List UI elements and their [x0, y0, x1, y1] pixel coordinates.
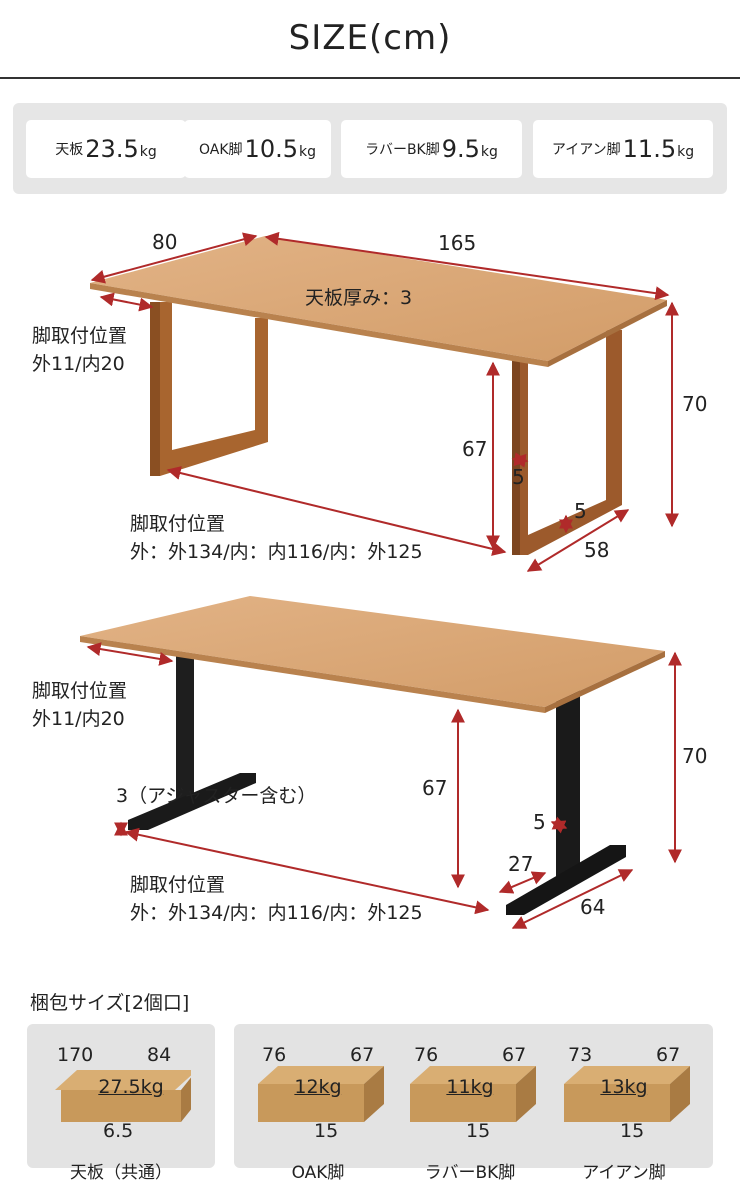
- box-icon: [564, 1066, 690, 1122]
- under-height-value-2: 67: [422, 776, 448, 800]
- leg-position-value-2: 外11/内20: [32, 708, 125, 730]
- leg-position-label: 脚取付位置: [32, 325, 128, 347]
- leg-width-value-2: 5: [533, 810, 546, 834]
- title-divider: [0, 77, 740, 79]
- leg-depth-value: 58: [584, 538, 610, 562]
- page-title: SIZE(cm): [288, 18, 452, 58]
- top-thickness-label: 天板厚み：3: [305, 287, 413, 309]
- package-rubber-leg: 76 67 11kg 15 ラバーBK脚: [406, 1024, 546, 1183]
- under-height-value: 67: [462, 437, 488, 461]
- box-icon: [258, 1066, 384, 1122]
- package-name: OAK脚: [291, 1163, 345, 1183]
- leg-width-value: 5: [512, 465, 525, 489]
- width-value: 165: [438, 231, 477, 255]
- iron-dimension-lines: [86, 642, 682, 929]
- package-top: 170 84 27.5kg 6.5 天板（共通）: [51, 1024, 191, 1183]
- total-height-value: 70: [682, 392, 708, 416]
- package-name: アイアン脚: [582, 1163, 666, 1183]
- iron-table-illustration: [80, 596, 665, 915]
- depth-value: 80: [152, 230, 178, 254]
- span-label-2: 脚取付位置: [130, 874, 226, 896]
- packing-panel-legs: 76 67 12kg 15 OAK脚 76 67 11kg 15 ラバーBK脚 …: [234, 1024, 713, 1183]
- package-oak-leg: 76 67 12kg 15 OAK脚: [254, 1024, 394, 1183]
- packing-panel-top: 170 84 27.5kg 6.5 天板（共通）: [27, 1024, 215, 1183]
- foot-depth-value: 64: [580, 895, 606, 919]
- leg-position-label-2: 脚取付位置: [32, 680, 128, 702]
- foot-inner-value: 27: [508, 852, 534, 876]
- leg-position-value: 外11/内20: [32, 353, 125, 375]
- table-diagrams: [80, 231, 682, 929]
- box-icon: [55, 1070, 191, 1122]
- box-icon: [410, 1066, 536, 1122]
- package-iron-leg: 73 67 13kg 15 アイアン脚: [560, 1024, 700, 1183]
- package-name: 天板（共通）: [70, 1163, 172, 1183]
- oak-dimension-lines: [90, 231, 679, 572]
- leg-thickness-value: 5: [574, 499, 587, 523]
- adjuster-label: 3（アジャスター含む）: [116, 785, 317, 807]
- span-label: 脚取付位置: [130, 513, 226, 535]
- span-value: 外：外134/内：内116/内：外125: [130, 541, 423, 563]
- packing-heading: 梱包サイズ[2個口]: [30, 992, 190, 1014]
- span-value-2: 外：外134/内：内116/内：外125: [130, 902, 423, 924]
- total-height-value-2: 70: [682, 744, 708, 768]
- package-name: ラバーBK脚: [424, 1163, 516, 1183]
